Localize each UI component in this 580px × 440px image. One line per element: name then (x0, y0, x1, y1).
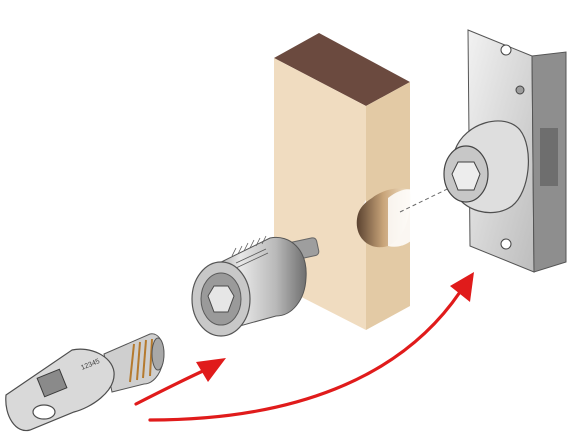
arrow-key-to-cylinder-head (196, 358, 226, 382)
key-insert-springs (129, 338, 153, 383)
lock-screw-top (515, 85, 525, 95)
key-ring-hole (32, 404, 56, 420)
arrow-cylinder-to-lock-head (450, 272, 474, 302)
key-with-insert: 12345 (5, 333, 165, 432)
wood-panel-top (274, 33, 410, 106)
mount-hole-top (500, 44, 512, 56)
mount-hole-bottom (500, 238, 512, 250)
cylinder-keyway (207, 285, 235, 313)
cylinder-knurling (231, 235, 269, 269)
arrow-key-to-cylinder (134, 368, 207, 406)
arrow-cylinder-to-lock (148, 290, 462, 422)
key-logo-plate (36, 368, 68, 398)
lock-case (443, 29, 567, 273)
lock-cylinder (191, 235, 320, 337)
lock-bolt-slot (540, 128, 558, 186)
insertion-arrows (134, 272, 474, 422)
